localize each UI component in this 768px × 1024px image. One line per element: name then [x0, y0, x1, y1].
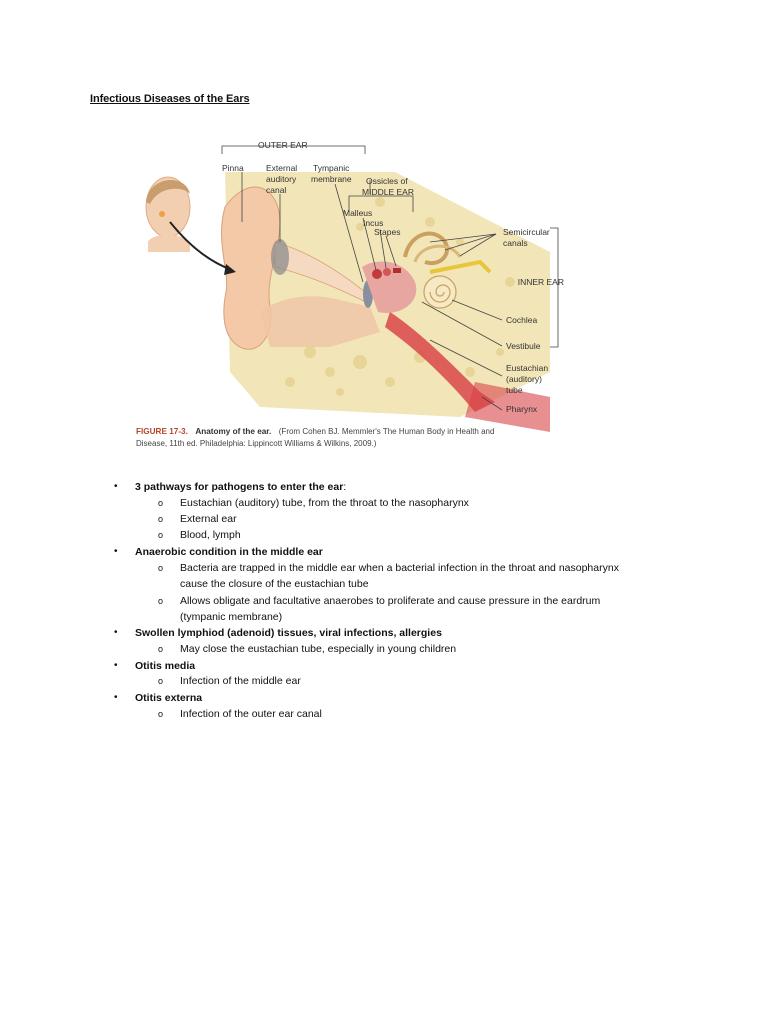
- sub-bullet-glyph: o: [158, 498, 164, 508]
- bullet-glyph: •: [114, 546, 118, 557]
- label-tympanic-1: Tympanic: [313, 163, 350, 173]
- label-eustachian-1: Eustachian: [506, 363, 548, 373]
- label-tympanic-2: membrane: [311, 174, 352, 184]
- sub-list-item: Bacteria are trapped in the middle ear w…: [180, 562, 619, 574]
- sub-bullet-glyph: o: [158, 676, 164, 686]
- label-external-1: External: [266, 163, 297, 173]
- bullet-glyph: •: [114, 481, 118, 492]
- pharynx-shape: [465, 382, 550, 432]
- bullet-glyph: •: [114, 660, 118, 671]
- label-external-2: auditory: [266, 174, 297, 184]
- sub-bullet-glyph: o: [158, 514, 164, 524]
- sub-list-item: Blood, lymph: [180, 529, 241, 541]
- label-external-3: canal: [266, 185, 286, 195]
- canal-opening: [271, 239, 289, 275]
- document-title: Infectious Diseases of the Ears: [90, 93, 250, 105]
- caption-line1: (From Cohen BJ. Memmler's The Human Body…: [279, 427, 495, 436]
- figure-caption-line-1: FIGURE 17-3. Anatomy of the ear. (From C…: [136, 421, 494, 438]
- sub-list-item: May close the eustachian tube, especiall…: [180, 643, 457, 655]
- head-icon: [145, 176, 191, 252]
- ear-anatomy-illustration: OUTER EAR Pinna External auditory canal …: [136, 140, 564, 448]
- label-incus: Incus: [363, 218, 383, 228]
- label-cochlea: Cochlea: [506, 315, 537, 325]
- cochlea-shape: [423, 275, 457, 309]
- label-semicircular-2: canals: [503, 238, 528, 248]
- label-eustachian-3: tube: [506, 385, 523, 395]
- semicircular-canal-2: [413, 244, 462, 263]
- cochlea-spiral: [429, 284, 451, 303]
- skin-shape: [260, 296, 380, 347]
- list-item: Otitis media: [135, 660, 196, 672]
- sub-bullet-glyph: o: [158, 596, 164, 606]
- label-pinna: Pinna: [222, 163, 244, 173]
- label-semicircular-1: Semicircular: [503, 227, 550, 237]
- stapes-shape: [393, 268, 401, 273]
- label-eustachian-2: (auditory): [506, 374, 542, 384]
- sub-bullet-glyph: o: [158, 563, 164, 573]
- caption-bold: Anatomy of the ear.: [195, 427, 271, 436]
- label-ossicles-1: Ossicles of: [366, 176, 408, 186]
- bullet-glyph: •: [114, 692, 118, 703]
- sub-list-item-continued: cause the closure of the eustachian tube: [180, 578, 369, 590]
- label-pharynx: Pharynx: [506, 404, 538, 414]
- caption-head: FIGURE 17-3.: [136, 427, 188, 436]
- label-malleus: Malleus: [343, 208, 372, 218]
- caption-line2: Disease, 11th ed. Philadelphia: Lippinco…: [136, 439, 377, 448]
- leader-lines: [221, 145, 559, 411]
- sub-list-item: Allows obligate and facultative anaerobe…: [180, 595, 601, 607]
- bone-texture: [285, 197, 515, 396]
- list-item: Swollen lymphiod (adenoid) tissues, vira…: [135, 627, 442, 639]
- sub-bullet-glyph: o: [158, 709, 164, 719]
- list-item-text: 3 pathways for pathogens to enter the ea…: [135, 481, 344, 493]
- malleus-shape: [372, 269, 382, 279]
- nerve-shape: [429, 259, 492, 274]
- sub-list-item: Eustachian (auditory) tube, from the thr…: [180, 497, 469, 509]
- semicircular-canal-1: [403, 231, 449, 266]
- sub-list-item: Infection of the outer ear canal: [180, 708, 322, 720]
- list-item: Otitis externa: [135, 692, 203, 704]
- eustachian-tube-shape: [385, 312, 495, 412]
- sub-bullet-glyph: o: [158, 530, 164, 540]
- sub-bullet-glyph: o: [158, 644, 164, 654]
- list-item: 3 pathways for pathogens to enter the ea…: [135, 481, 346, 494]
- ear-anatomy-figure: OUTER EAR Pinna External auditory canal …: [130, 132, 570, 452]
- label-vestibule: Vestibule: [506, 341, 541, 351]
- sub-list-item: External ear: [180, 513, 237, 525]
- label-ossicles-2: MIDDLE EAR: [362, 187, 414, 197]
- list-item-suffix: :: [343, 481, 347, 493]
- label-inner-ear: INNER EAR: [518, 277, 564, 287]
- pointer-arrowhead: [224, 264, 236, 275]
- sub-list-item: Infection of the middle ear: [180, 675, 301, 687]
- bullet-glyph: •: [114, 627, 118, 638]
- incus-shape: [383, 268, 391, 276]
- label-outer-ear: OUTER EAR: [258, 140, 308, 150]
- sub-list-item-continued: (tympanic membrane): [180, 611, 283, 623]
- list-item: Anaerobic condition in the middle ear: [135, 546, 323, 558]
- label-stapes: Stapes: [374, 227, 400, 237]
